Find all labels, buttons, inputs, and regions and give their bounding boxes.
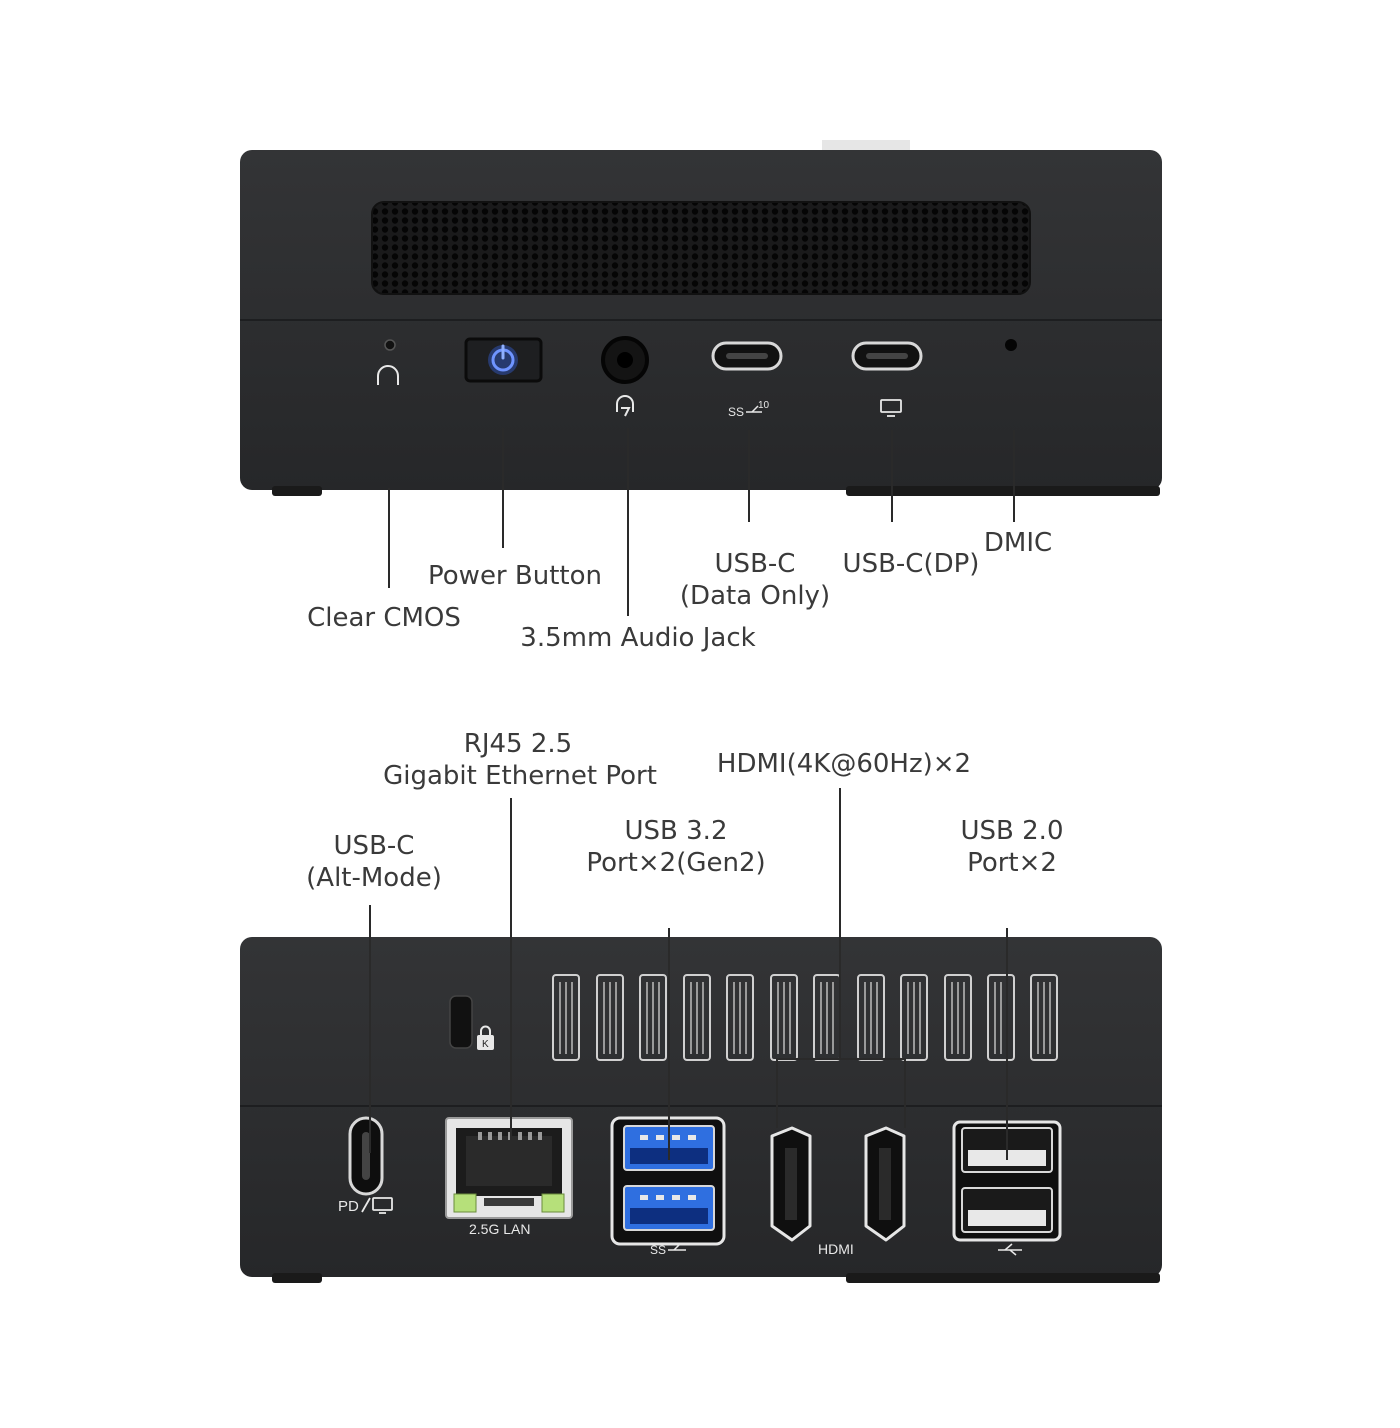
- svg-text:SS: SS: [728, 405, 744, 419]
- svg-text:HDMI: HDMI: [818, 1241, 854, 1257]
- label-usbc-dp: USB-C(DP): [842, 549, 980, 579]
- usb-ss-icon: SS: [650, 1243, 686, 1257]
- label-rj45-line1: RJ45 2.5: [463, 729, 573, 759]
- svg-text:PD: PD: [338, 1198, 359, 1215]
- label-hdmi: HDMI(4K@60Hz)×2: [716, 749, 972, 779]
- pd-display-icon: PD: [338, 1197, 393, 1215]
- leader-hdmi-main: [839, 788, 841, 1060]
- leader-usbc-data: [748, 430, 750, 522]
- headset-icon: [616, 395, 634, 417]
- clear-cmos-icon: [377, 365, 399, 385]
- dmic-hole: [1005, 339, 1017, 351]
- leader-rj45: [510, 798, 512, 1176]
- power-button-body: [464, 337, 543, 383]
- label-dmic: DMIC: [983, 528, 1053, 558]
- label-usbc-alt-line2: (Alt-Mode): [306, 863, 442, 893]
- label-usb20-line2: Port×2: [967, 848, 1057, 878]
- usb-icon: [998, 1243, 1022, 1256]
- label-usbc-data-line2: (Data Only): [679, 581, 831, 611]
- leader-usb32: [668, 928, 670, 1160]
- kensington-lock-slot: [449, 995, 473, 1049]
- label-usbc-data-line1: USB-C: [714, 549, 796, 579]
- rear-panel: RJ45 2.5 Gigabit Ethernet Port HDMI(4K@6…: [0, 700, 1400, 1428]
- lan-port-caption: 2.5G LAN: [469, 1221, 531, 1237]
- leader-usbc-alt: [369, 905, 371, 1153]
- label-usbc-alt-line1: USB-C: [333, 831, 415, 861]
- leader-audio-jack: [627, 428, 629, 616]
- leader-hdmi-bridge: [776, 1058, 906, 1060]
- rear-vent-slots: [552, 974, 1058, 1061]
- front-panel: SS 10 Clear CMOS Power Button 3.5mm Audi…: [0, 0, 1400, 680]
- leader-hdmi-1: [776, 1060, 778, 1128]
- front-vent-grille: [371, 201, 1031, 295]
- leader-clear-cmos: [388, 488, 390, 588]
- label-audio-jack: 3.5mm Audio Jack: [520, 623, 756, 653]
- front-chassis: SS 10: [240, 140, 1162, 496]
- label-usb32-line2: Port×2(Gen2): [586, 848, 766, 878]
- leader-hdmi-2: [904, 1060, 906, 1128]
- clear-cmos-hole: [384, 339, 396, 351]
- svg-text:SS: SS: [650, 1243, 666, 1257]
- display-icon: [880, 399, 902, 417]
- label-usb32-line1: USB 3.2: [624, 816, 728, 846]
- leader-dmic: [1013, 430, 1015, 522]
- lock-icon: K: [477, 1025, 494, 1050]
- label-clear-cmos: Clear CMOS: [307, 603, 461, 633]
- label-usb20-line1: USB 2.0: [960, 816, 1064, 846]
- svg-text:K: K: [482, 1039, 489, 1050]
- leader-power-button: [502, 428, 504, 548]
- svg-text:10: 10: [758, 400, 770, 411]
- label-rj45-line2: Gigabit Ethernet Port: [383, 761, 657, 791]
- usb-ss10-icon: SS: [728, 405, 762, 419]
- leader-usb20: [1006, 928, 1008, 1160]
- label-power-button: Power Button: [428, 561, 602, 591]
- leader-usbc-dp: [891, 430, 893, 522]
- rear-chassis: K PD S: [240, 937, 1162, 1283]
